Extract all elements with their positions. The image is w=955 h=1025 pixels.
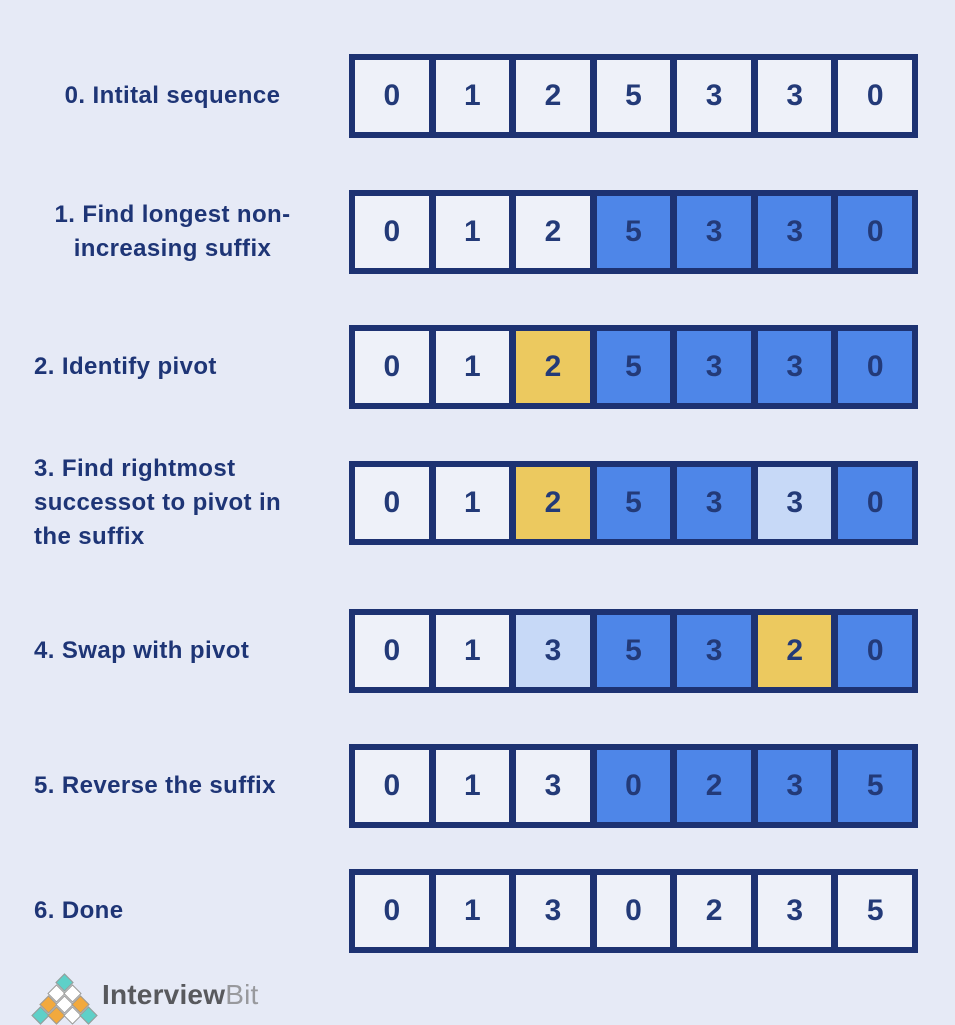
sequence-cell: 1 [435,60,510,132]
sequence-cell: 1 [435,875,510,947]
sequence-cell: 1 [435,750,510,822]
step-label: 0. Intital sequence [64,82,281,109]
sequence-cell: 0 [355,467,429,539]
step-label: 2. Identify pivot [34,353,217,380]
sequence-cell: 5 [838,875,913,947]
logo-text-bit: Bit [225,979,259,1010]
step-label-column: 1. Find longest non-increasing suffix [0,190,345,274]
step-label: 5. Reverse the suffix [34,772,276,799]
sequence-cell: 3 [757,196,832,268]
sequence-cell: 3 [757,750,832,822]
step-label-column: 2. Identify pivot [0,325,345,409]
sequence-cell: 3 [757,467,832,539]
sequence-cell: 2 [516,467,590,539]
step-label-column: 5. Reverse the suffix [0,744,345,828]
sequence-cell: 5 [596,615,671,687]
sequence-cell: 0 [355,331,429,403]
sequence-cell: 2 [516,196,590,268]
step-label-column: 4. Swap with pivot [0,609,345,693]
interviewbit-logo: InterviewBit [28,972,258,1025]
sequence-cell: 3 [677,615,751,687]
sequence-cell: 0 [838,331,913,403]
step-label: 3. Find rightmost successot to pivot in … [34,455,282,550]
sequence-cell: 3 [677,196,751,268]
sequence-cell: 0 [355,875,429,947]
sequence-cell: 0 [838,467,913,539]
sequence-cell: 3 [516,875,590,947]
sequence-cell: 2 [677,875,751,947]
sequence-cell: 0 [596,875,671,947]
sequence-cell: 2 [516,60,590,132]
sequence-cell: 0 [355,750,429,822]
sequence-cell: 3 [757,331,832,403]
sequence-cell: 2 [677,750,751,822]
sequence-cell: 5 [596,331,671,403]
sequence-cell: 3 [677,467,751,539]
sequence-cell: 3 [757,875,832,947]
sequence-cell: 3 [677,331,751,403]
sequence-cell: 0 [355,615,429,687]
sequence-cell: 3 [516,615,590,687]
step-row-3: 3. Find rightmost successot to pivot in … [0,455,955,550]
sequence-cell: 0 [596,750,671,822]
step-label-column: 3. Find rightmost successot to pivot in … [0,455,345,550]
sequence-cell: 3 [677,60,751,132]
sequence-cell: 0 [355,60,429,132]
interviewbit-wordmark: InterviewBit [102,979,258,1015]
sequence-cell: 2 [757,615,832,687]
step-label-column: 6. Done [0,869,345,953]
sequence-cell: 3 [757,60,832,132]
step-label: 4. Swap with pivot [34,637,250,664]
sequence-cell: 0 [838,196,913,268]
sequence-cell: 0 [838,60,913,132]
sequence-cell: 0 [355,196,429,268]
sequence-cell: 2 [516,331,590,403]
sequence-cell: 3 [516,750,590,822]
sequence-cell: 5 [596,467,671,539]
sequence-cell: 5 [596,196,671,268]
interviewbit-logo-mark [28,972,98,1025]
step-label: 6. Done [34,897,124,924]
sequence-cell: 5 [596,60,671,132]
sequence-cell: 1 [435,467,510,539]
sequence-cell: 1 [435,196,510,268]
sequence-cell: 5 [838,750,913,822]
logo-text-interview: Interview [102,979,226,1010]
sequence-cell: 1 [435,331,510,403]
sequence-cell: 0 [838,615,913,687]
sequence-cell: 1 [435,615,510,687]
step-label: 1. Find longest non-increasing suffix [54,201,291,262]
step-label-column: 0. Intital sequence [0,54,345,138]
